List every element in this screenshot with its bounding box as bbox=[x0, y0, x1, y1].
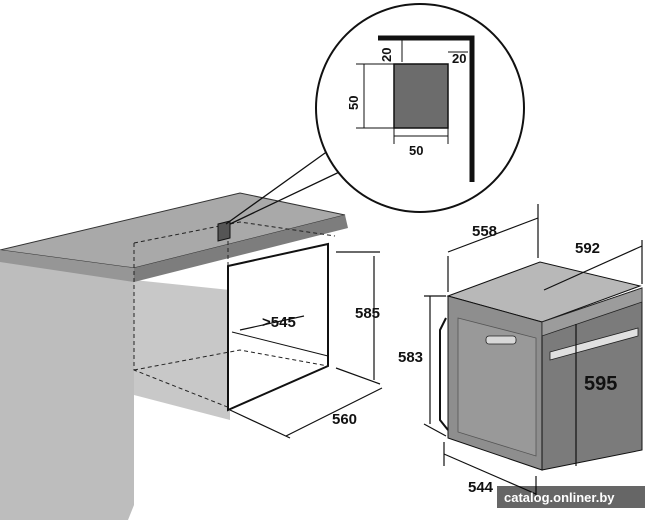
niche-width-label: 560 bbox=[332, 411, 357, 428]
oven-mount-profile bbox=[439, 317, 449, 431]
callout-vent-square bbox=[393, 63, 449, 129]
callout-leader bbox=[225, 147, 333, 225]
cabinet-side-panel bbox=[0, 250, 134, 520]
cabinet-front-face bbox=[134, 280, 230, 420]
oven-dimensions: 558 592 583 595 544 bbox=[398, 204, 643, 500]
callout-leader-2 bbox=[229, 165, 353, 225]
callout-height-label: 50 bbox=[346, 96, 361, 110]
watermark-text: catalog.onliner.by bbox=[504, 490, 615, 505]
callout-side-gap-label: 20 bbox=[452, 51, 466, 66]
niche-dimensions: >545 585 560 bbox=[229, 251, 383, 439]
oven-depth-label: 558 bbox=[472, 223, 497, 240]
niche-height-label: 585 bbox=[355, 305, 380, 322]
callout-width-label: 50 bbox=[409, 143, 423, 158]
oven-side-recess bbox=[457, 317, 537, 457]
oven-front-height-label: 595 bbox=[584, 373, 617, 395]
callout: 20 20 50 50 bbox=[225, 3, 525, 225]
oven-body-width-label: 544 bbox=[468, 479, 494, 496]
niche-depth-label: >545 bbox=[262, 314, 296, 331]
cabinet bbox=[0, 192, 348, 520]
oven-side-handle bbox=[485, 335, 517, 345]
countertop-edge bbox=[134, 215, 348, 282]
oven bbox=[439, 261, 643, 471]
oven-handle bbox=[549, 327, 639, 361]
oven-front-width-label: 592 bbox=[575, 240, 600, 257]
oven-body-height-label: 583 bbox=[398, 349, 423, 366]
countertop-side-edge bbox=[0, 250, 134, 282]
watermark-bg bbox=[497, 486, 645, 508]
oven-control-panel bbox=[541, 287, 643, 337]
callout-top-gap-label: 20 bbox=[379, 48, 394, 62]
niche-inner-line bbox=[231, 331, 329, 357]
callout-corner bbox=[378, 35, 475, 182]
watermark: catalog.onliner.by bbox=[497, 486, 645, 508]
niche-hidden-outline bbox=[133, 221, 336, 409]
vent-opening bbox=[217, 220, 231, 242]
